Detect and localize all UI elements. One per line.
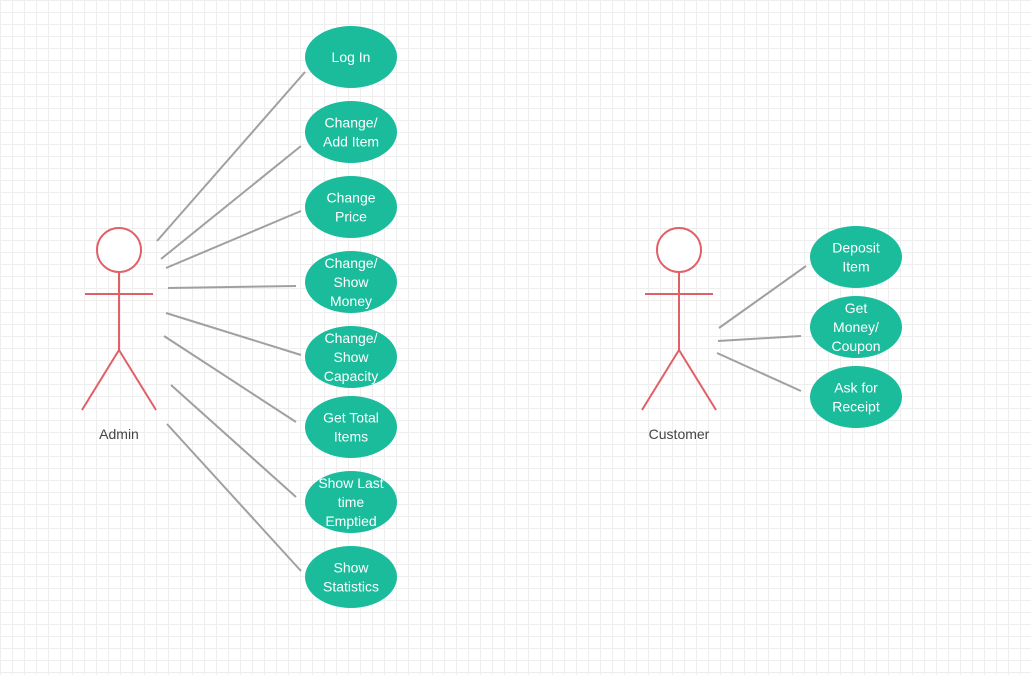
use-case-label: Money bbox=[330, 293, 372, 309]
association-line bbox=[165, 210, 302, 269]
use-case-label: Items bbox=[334, 429, 368, 445]
use-case-label: Ask for bbox=[834, 380, 878, 396]
use-case-label: Show bbox=[333, 560, 369, 576]
association-line bbox=[166, 423, 302, 572]
actor-admin-right-leg bbox=[118, 349, 157, 411]
association-line bbox=[717, 335, 802, 342]
use-case-label: Change bbox=[326, 190, 375, 206]
association-line bbox=[156, 71, 306, 242]
association-line bbox=[160, 145, 302, 260]
use-case-ellipse bbox=[810, 296, 902, 358]
use-case-ellipse bbox=[305, 176, 397, 238]
use-case[interactable]: Log In bbox=[305, 26, 397, 88]
actor-customer-head bbox=[656, 227, 702, 273]
use-case-label: Item bbox=[842, 259, 869, 275]
use-case-ellipse bbox=[305, 546, 397, 608]
use-case-label: time bbox=[338, 494, 365, 510]
use-case-label: Show bbox=[333, 349, 369, 365]
use-case-ellipse bbox=[810, 226, 902, 288]
use-case-ellipse bbox=[305, 396, 397, 458]
use-case-label: Change/ bbox=[325, 115, 378, 131]
actor-customer-left-leg bbox=[641, 349, 680, 411]
association-lines bbox=[156, 71, 807, 572]
use-case-label: Price bbox=[335, 209, 367, 225]
use-case-label: Get bbox=[845, 300, 868, 316]
use-case-ellipse bbox=[305, 26, 397, 88]
use-case-ellipse bbox=[305, 471, 397, 533]
use-case-label: Get Total bbox=[323, 410, 379, 426]
actor-customer[interactable]: Customer bbox=[641, 227, 717, 442]
use-case-label: Receipt bbox=[832, 399, 880, 415]
use-case-ellipse bbox=[305, 101, 397, 163]
use-case-ellipse bbox=[305, 251, 397, 313]
actor-admin-label: Admin bbox=[99, 426, 139, 442]
use-case-label: Capacity bbox=[324, 368, 378, 384]
use-case-label: Statistics bbox=[323, 579, 379, 595]
use-case-label: Show Last bbox=[318, 475, 383, 491]
actor-customer-right-leg bbox=[678, 349, 717, 411]
association-line bbox=[170, 384, 297, 498]
use-case-label: Change/ bbox=[325, 330, 378, 346]
use-case-ellipse bbox=[810, 366, 902, 428]
use-case-label: Coupon bbox=[831, 338, 880, 354]
use-case-label: Log In bbox=[332, 49, 371, 65]
use-case-ellipse bbox=[305, 326, 397, 388]
use-case-label: Emptied bbox=[325, 513, 376, 529]
use-case-label: Money/ bbox=[833, 319, 879, 335]
association-line bbox=[718, 265, 807, 329]
use-case-label: Show bbox=[333, 274, 369, 290]
actor-admin[interactable]: Admin bbox=[81, 227, 157, 442]
use-case-label: Deposit bbox=[832, 240, 880, 256]
use-case[interactable]: Change/Add Item bbox=[305, 101, 397, 163]
actor-admin-left-leg bbox=[81, 349, 120, 411]
association-line bbox=[163, 335, 297, 423]
association-line bbox=[165, 312, 302, 356]
association-line bbox=[167, 285, 297, 289]
use-case-label: Change/ bbox=[325, 255, 378, 271]
association-line bbox=[716, 352, 802, 392]
actor-admin-head bbox=[96, 227, 142, 273]
use-case-label: Add Item bbox=[323, 134, 379, 150]
actor-customer-label: Customer bbox=[649, 426, 710, 442]
